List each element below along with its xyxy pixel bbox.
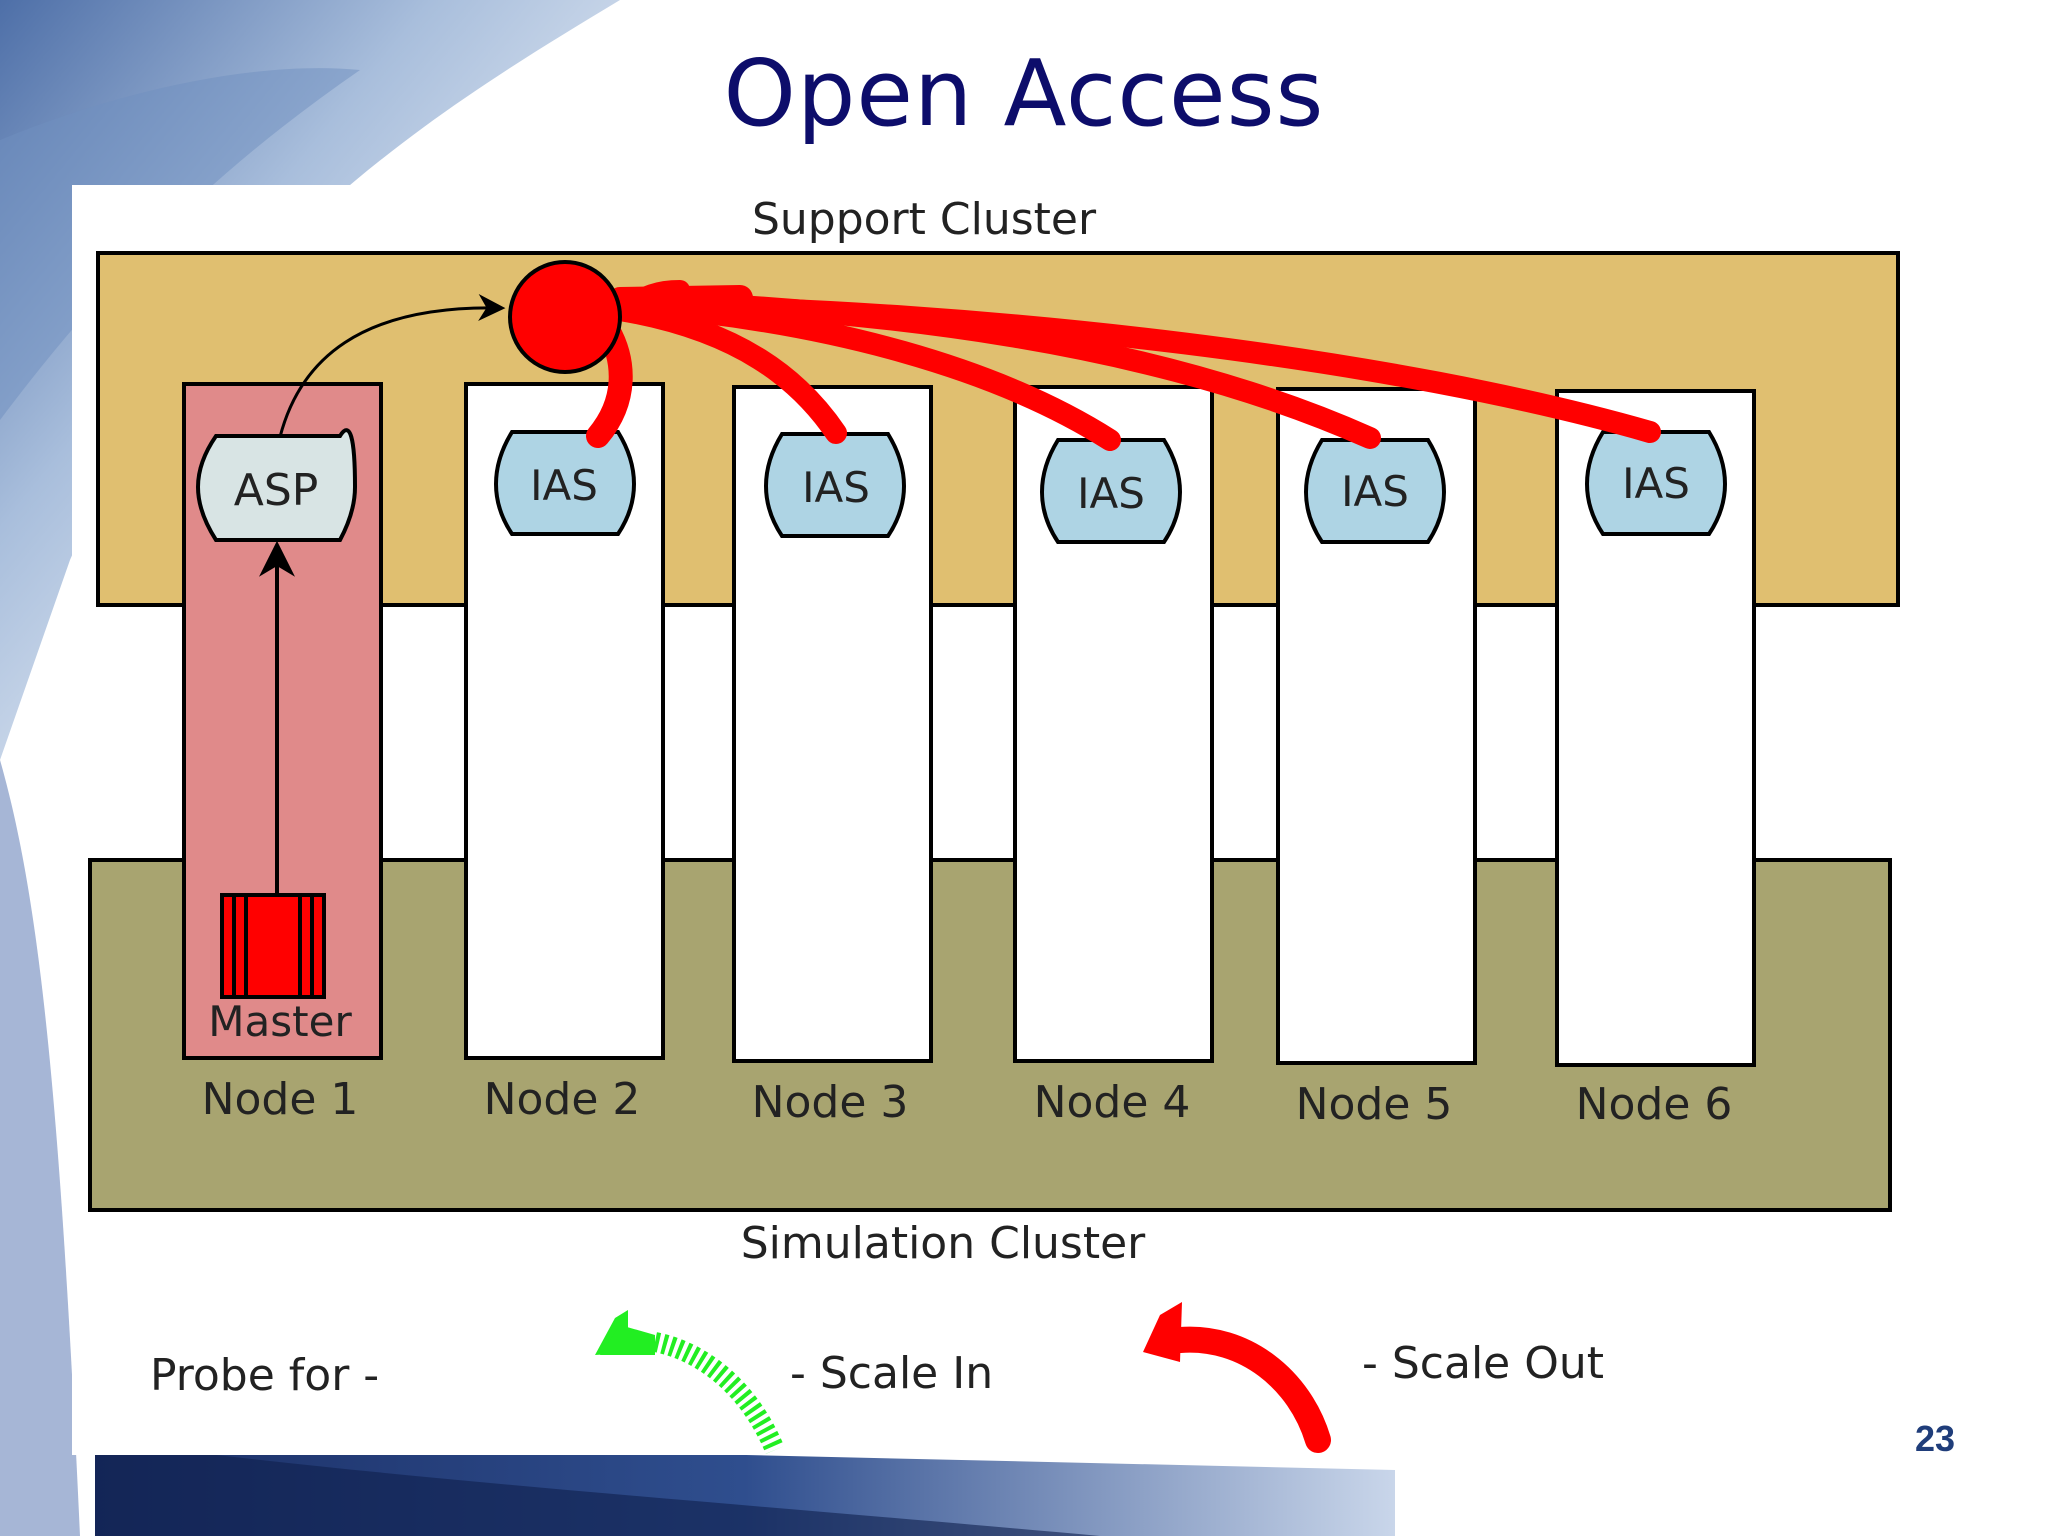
asp-label: ASP <box>234 465 319 516</box>
ias-label-node-6: IAS <box>1622 459 1690 508</box>
master-block <box>220 893 326 999</box>
scale-out-legend-label: - Scale Out <box>1362 1338 1604 1389</box>
page-number: 23 <box>1915 1418 1956 1459</box>
asp-to-probe-arrow <box>278 294 506 438</box>
scale-out-link-node-6 <box>614 294 1661 443</box>
asp-box <box>195 428 358 542</box>
master-label: Master <box>208 997 352 1046</box>
support-cluster-label: Support Cluster <box>752 194 1097 245</box>
ias-label-node-4: IAS <box>1077 469 1145 518</box>
node-5-label: Node 5 <box>1296 1079 1453 1130</box>
ias-label-node-5: IAS <box>1341 467 1409 516</box>
node-6-label: Node 6 <box>1576 1079 1733 1130</box>
scale-in-legend-label: - Scale In <box>790 1348 993 1399</box>
node-4-label: Node 4 <box>1034 1077 1191 1128</box>
ias-label-node-2: IAS <box>530 461 598 510</box>
scale-out-arrow-icon <box>1143 1302 1331 1453</box>
ias-box-node-6 <box>1584 430 1728 536</box>
probe-legend-label: Probe for - <box>150 1350 379 1401</box>
ias-box-node-4 <box>1039 438 1183 544</box>
node-3-label: Node 3 <box>752 1077 909 1128</box>
scale-out-links <box>586 280 1661 451</box>
ias-box-node-3 <box>763 432 907 538</box>
ias-box-node-5 <box>1303 438 1447 544</box>
ias-box-node-2 <box>493 430 637 536</box>
probe-node <box>508 260 622 374</box>
node-1-label: Node 1 <box>202 1074 359 1125</box>
ias-label-node-3: IAS <box>802 463 870 512</box>
scale-in-arrow-icon <box>595 1310 785 1454</box>
slide-title: Open Access <box>723 40 1325 147</box>
node-2-label: Node 2 <box>484 1074 641 1125</box>
simulation-cluster-label: Simulation Cluster <box>741 1218 1146 1269</box>
